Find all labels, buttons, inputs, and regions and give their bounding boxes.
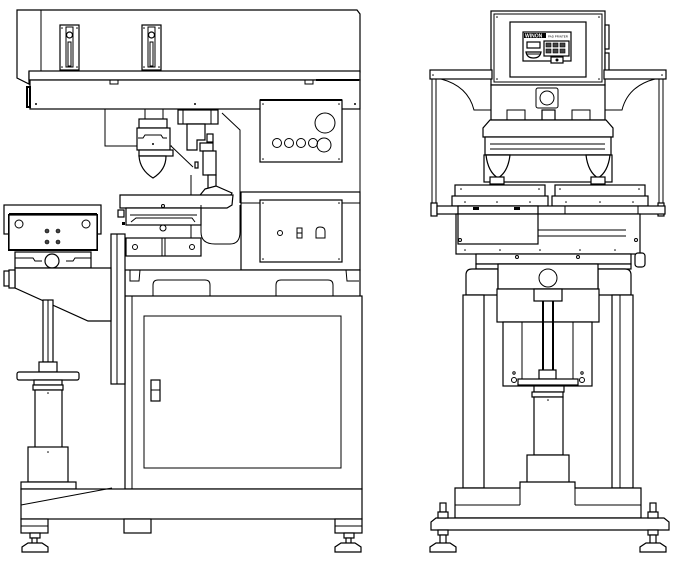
control-panel-buttons	[259, 99, 343, 163]
left-support-column	[16, 299, 80, 490]
key-icon	[545, 48, 552, 54]
left-control-box	[3, 204, 112, 322]
front-xy-table	[455, 213, 646, 270]
cabinet	[110, 233, 363, 490]
pad-head	[136, 108, 194, 179]
upper-housing	[16, 9, 361, 110]
brand-subtitle: PAD PRINTER	[548, 35, 569, 39]
brand-plate: WINON PAD PRINTER	[522, 31, 572, 64]
side-base	[20, 487, 363, 553]
key-icon	[559, 42, 566, 48]
switch-panel	[240, 191, 361, 271]
front-stand	[430, 263, 670, 531]
brand-label: WINON	[525, 34, 543, 40]
front-feet	[429, 502, 667, 553]
front-view: WINON PAD PRINTER	[429, 10, 670, 553]
key-icon	[559, 48, 566, 54]
side-view	[3, 9, 363, 553]
front-pad-heads	[482, 109, 614, 185]
ink-cup-slider-left	[59, 24, 80, 71]
front-control-cabinet: WINON PAD PRINTER	[490, 10, 610, 86]
key-icon	[552, 42, 559, 48]
key-icon	[545, 42, 552, 48]
ink-cup-slider-right	[141, 24, 162, 71]
sliding-table	[117, 194, 259, 257]
key-icon	[552, 48, 559, 54]
